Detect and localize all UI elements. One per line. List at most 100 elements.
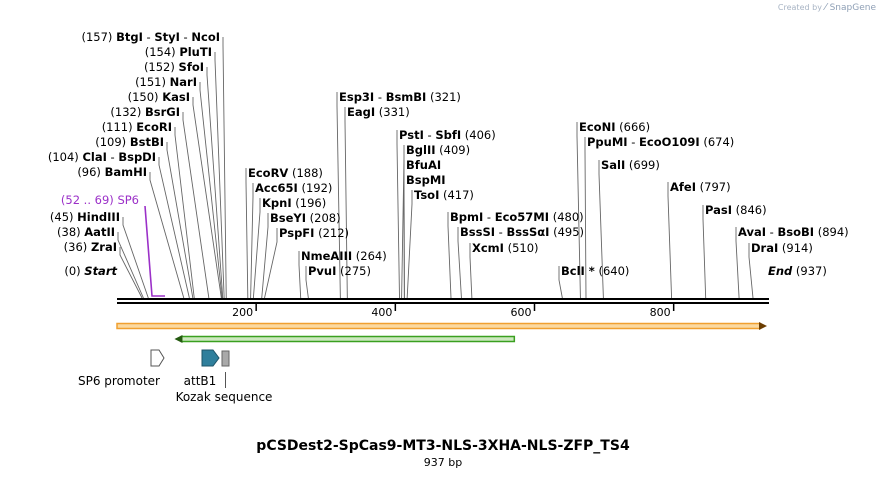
site-line-pvui — [305, 266, 309, 299]
position-label: (331) — [375, 105, 410, 119]
site-line-drai — [748, 243, 754, 299]
position-label: (36) — [64, 240, 91, 254]
site-line-ecori — [174, 127, 195, 299]
site-line-eagi — [344, 107, 348, 299]
site-label-kasi: (150) KasI — [128, 90, 190, 104]
primer-position: (52 .. 69) — [61, 193, 118, 207]
position-label: (150) — [128, 90, 163, 104]
site-line-acc65i — [250, 183, 254, 299]
enzyme-name: SfoI — [179, 60, 204, 74]
site-label-pasi: PasI (846) — [705, 203, 767, 217]
site-line-pluti — [214, 52, 225, 299]
site-label-bstbi: (109) BstBI — [95, 135, 164, 149]
position-label: (38) — [57, 225, 84, 239]
site-label-pluti: (154) PluTI — [145, 45, 212, 59]
site-label-end: End (937) — [768, 264, 827, 278]
site-label-psti: PstI - SbfI (406) — [399, 128, 496, 142]
enzyme-name: BseYI — [270, 211, 306, 225]
position-label: (212) — [314, 226, 349, 240]
name-separator: - — [483, 210, 494, 224]
site-line-avai — [735, 227, 740, 299]
site-line-bsssi — [457, 227, 462, 299]
backbone-bottom-strand — [117, 302, 769, 304]
position-label: (96) — [77, 165, 104, 179]
name-separator: - — [143, 30, 154, 44]
position-label: (109) — [95, 135, 130, 149]
enzyme-name: TsoI — [414, 188, 439, 202]
position-label: (406) — [461, 128, 496, 142]
primer-label: (52 .. 69) SP6 — [61, 193, 139, 207]
site-line-sfoi — [206, 67, 224, 299]
position-label: (666) — [615, 120, 650, 134]
enzyme-name: Esp3I — [339, 90, 374, 104]
site-label-ecori: (111) EcoRI — [102, 120, 172, 134]
site-line-ppumi — [584, 137, 587, 299]
site-line-bseyi — [261, 213, 269, 299]
enzyme-name: KasI — [162, 90, 190, 104]
site-label-xcmi: XcmI (510) — [472, 241, 539, 255]
enzyme-name: BspMI — [406, 173, 446, 187]
site-label-aatii: (38) AatII — [57, 225, 115, 239]
name-separator: - — [495, 225, 506, 239]
site-line-hindiii — [122, 217, 149, 299]
enzyme-name: AfeI — [670, 180, 696, 194]
site-label-start: (0) Start — [64, 264, 117, 278]
site-line-nmeaiii — [298, 251, 302, 299]
site-line-econi — [576, 122, 581, 299]
site-label-zrai: (36) ZraI — [64, 240, 117, 254]
primer-sp6-line — [144, 205, 166, 297]
enzyme-name: KpnI — [262, 196, 292, 210]
position-label: (321) — [426, 90, 461, 104]
enzyme-name: BssSI — [460, 225, 495, 239]
site-label-sali: SalI (699) — [601, 158, 660, 172]
primer-name: SP6 — [117, 193, 139, 207]
feature-label-sp6-promoter: SP6 promoter — [78, 374, 160, 388]
position-label: (0) — [64, 264, 84, 278]
enzyme-name: PasI — [705, 203, 732, 217]
enzyme-name: HindIII — [77, 210, 120, 224]
orange-feature-arrowhead — [759, 322, 767, 330]
position-label: (894) — [814, 225, 849, 239]
site-label-ecorv: EcoRV (188) — [248, 166, 323, 180]
site-label-nmeaiii: NmeAIII (264) — [301, 249, 387, 263]
enzyme-name: BsoBI — [778, 225, 815, 239]
watermark-prefix: Created by — [777, 3, 822, 12]
site-line-pspfi — [264, 228, 278, 299]
feature-arrows — [116, 322, 767, 343]
enzyme-name: Eco57MI — [495, 210, 549, 224]
enzyme-name: BfuAI — [406, 158, 441, 172]
position-label: (699) — [625, 158, 660, 172]
position-label: (846) — [732, 203, 767, 217]
attb1-arrow-icon — [201, 349, 220, 367]
site-label-bpmi: BpmI - Eco57MI (480) — [450, 210, 584, 224]
enzyme-name: NmeAIII — [301, 249, 352, 263]
site-line-bglii — [401, 145, 405, 299]
site-line-bpmi — [447, 212, 452, 299]
site-line-ecorv — [245, 168, 249, 299]
site-label-bseyi: BseYI (208) — [270, 211, 341, 225]
enzyme-name: Start — [84, 264, 117, 278]
site-label-bcli: BclI * (640) — [561, 264, 629, 278]
position-label: (104) — [48, 150, 83, 164]
name-separator: - — [180, 30, 191, 44]
site-label-avai: AvaI - BsoBI (894) — [738, 225, 849, 239]
name-separator: - — [107, 150, 118, 164]
enzyme-name: BsrGI — [145, 105, 180, 119]
site-label-btgi: (157) BtgI - StyI - NcoI — [82, 30, 221, 44]
site-line-bsrgi — [182, 112, 210, 299]
position-label: (510) — [504, 241, 539, 255]
site-label-esp3i: Esp3I - BsmBI (321) — [339, 90, 461, 104]
name-separator: - — [628, 135, 639, 149]
site-label-eagi: EagI (331) — [347, 105, 410, 119]
position-label: (495) — [549, 225, 584, 239]
site-label-clai: (104) ClaI - BspDI — [48, 150, 156, 164]
name-separator: - — [374, 90, 385, 104]
site-line-bcli — [558, 266, 563, 299]
site-label-econi: EcoNI (666) — [579, 120, 650, 134]
site-label-nari: (151) NarI — [135, 75, 197, 89]
name-separator: - — [424, 128, 435, 142]
position-label: (111) — [102, 120, 137, 134]
enzyme-name: PvuI — [308, 264, 336, 278]
site-label-acc65i: Acc65I (192) — [255, 181, 332, 195]
